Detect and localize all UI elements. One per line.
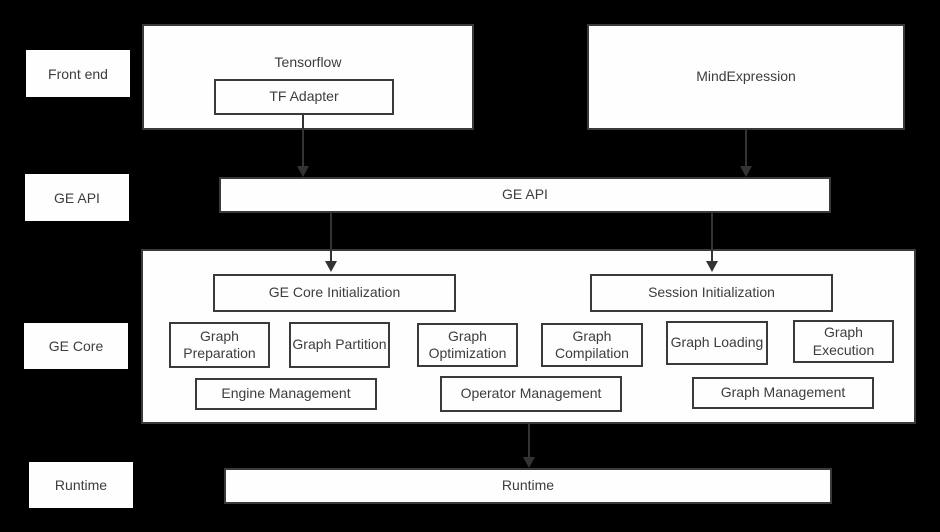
arrow-ge-api-to-ge-core-init-head [325, 261, 337, 272]
graph-compilation-box: Graph Compilation [541, 323, 643, 367]
session-initialization-box: Session Initialization [590, 274, 833, 312]
tensorflow-box: Tensorflow TF Adapter [142, 24, 474, 130]
ge-api-bar: GE API [219, 177, 831, 213]
graph-loading-box: Graph Loading [666, 321, 768, 365]
runtime-bar: Runtime [224, 468, 832, 504]
graph-execution-box: Graph Execution [793, 320, 894, 363]
ge-core-box: GE Core Initialization Session Initializ… [141, 249, 916, 424]
arrow-tf-adapter-to-ge-api [302, 115, 304, 166]
mindexpression-box: MindExpression [587, 24, 905, 130]
arrow-ge-api-to-session-init [711, 213, 713, 261]
arrow-mindexpression-to-ge-api-head [740, 166, 752, 177]
layer-label-ge-core: GE Core [24, 323, 128, 369]
graph-partition-box: Graph Partition [289, 322, 390, 368]
layer-label-front-end: Front end [26, 50, 130, 97]
arrow-ge-core-to-runtime-head [523, 457, 535, 468]
tf-adapter-box: TF Adapter [214, 79, 394, 115]
arrow-ge-api-to-ge-core-init [330, 213, 332, 261]
operator-management-box: Operator Management [440, 376, 622, 412]
engine-management-box: Engine Management [195, 378, 377, 410]
graph-preparation-box: Graph Preparation [169, 322, 270, 368]
layer-label-runtime: Runtime [29, 462, 133, 508]
arrow-tf-adapter-to-ge-api-head [297, 166, 309, 177]
tensorflow-label: Tensorflow [274, 54, 342, 70]
arrow-mindexpression-to-ge-api [745, 130, 747, 166]
layer-label-ge-api: GE API [25, 174, 129, 221]
graph-optimization-box: Graph Optimization [417, 323, 518, 367]
ge-core-initialization-box: GE Core Initialization [213, 274, 456, 312]
arrow-ge-api-to-session-init-head [706, 261, 718, 272]
arrow-ge-core-to-runtime [528, 424, 530, 457]
graph-management-box: Graph Management [692, 377, 874, 409]
